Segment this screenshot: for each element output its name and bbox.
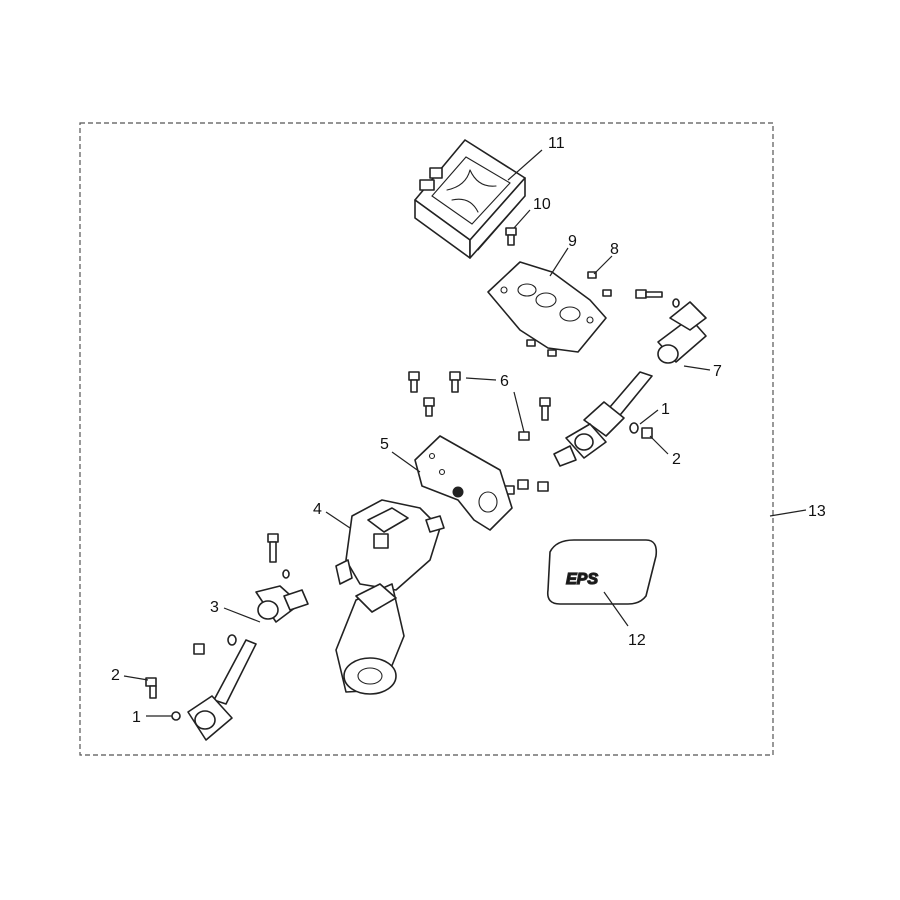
part-eps-motor xyxy=(335,583,405,695)
assembly-frame xyxy=(79,122,774,756)
callout-8: 8 xyxy=(610,241,619,258)
callout-2-left: 2 xyxy=(111,667,120,684)
decal-text: EPS xyxy=(566,571,598,588)
part-washer-bolt-left xyxy=(145,677,181,721)
callout-7: 7 xyxy=(713,363,722,380)
part-upper-shaft xyxy=(553,301,707,467)
callout-6: 6 xyxy=(500,373,509,390)
leader-lines xyxy=(123,149,807,717)
callout-10: 10 xyxy=(533,196,551,213)
part-bolt-upper xyxy=(635,289,680,308)
part-bolt-10 xyxy=(505,227,517,246)
callout-1-left: 1 xyxy=(132,709,141,726)
callout-13: 13 xyxy=(808,503,826,520)
part-eps-gear-unit xyxy=(335,499,445,695)
part-bolt-lower-top xyxy=(267,533,290,579)
callout-1-right: 1 xyxy=(661,401,670,418)
callout-11: 11 xyxy=(548,135,565,152)
part-bolts-6 xyxy=(408,371,551,495)
part-washer-bolt-right xyxy=(629,422,653,439)
callout-4: 4 xyxy=(313,501,322,518)
part-mount-plate xyxy=(487,261,607,353)
part-eps-decal: EPS xyxy=(546,539,658,605)
callout-3: 3 xyxy=(210,599,219,616)
part-eps-controller xyxy=(414,139,526,259)
part-lower-shaft xyxy=(187,585,309,741)
callout-9: 9 xyxy=(568,233,577,250)
callout-12: 12 xyxy=(628,632,646,649)
part-column-bracket xyxy=(414,435,513,531)
callout-2-right: 2 xyxy=(672,451,681,468)
callout-5: 5 xyxy=(380,436,389,453)
part-bolts-8 xyxy=(526,271,612,357)
